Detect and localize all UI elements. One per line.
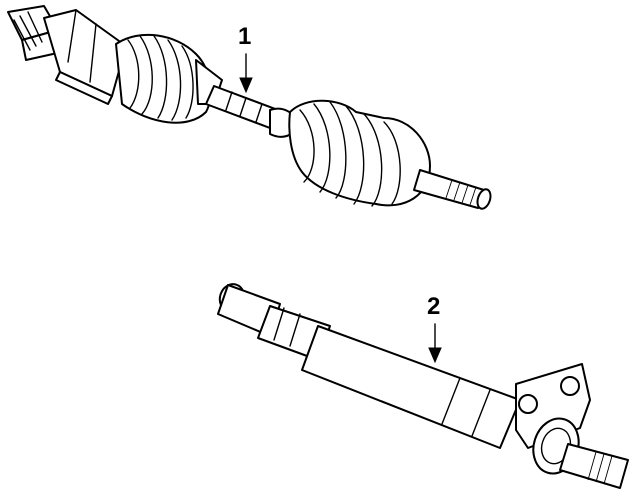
intermediate-shaft-assembly[interactable]: [216, 281, 629, 489]
callout-2-arrowhead: [428, 347, 442, 364]
callout-1: 1: [238, 23, 253, 94]
callout-2-label: 2: [427, 293, 440, 320]
callout-1-arrowhead: [239, 77, 253, 94]
axle-shaft-assembly[interactable]: [7, 5, 493, 210]
inner-spline-stub: [7, 5, 63, 61]
inner-cv-housing: [43, 9, 127, 105]
inner-cv-boot: [115, 33, 223, 124]
outer-cv-boot: [288, 99, 431, 207]
callout-1-label: 1: [238, 23, 251, 50]
shaft-right-stub: [559, 443, 629, 489]
axle-shaft: [205, 85, 297, 138]
callout-2: 2: [427, 293, 442, 364]
shaft-tube: [301, 325, 521, 449]
outer-cv-stub-shaft: [413, 169, 492, 210]
